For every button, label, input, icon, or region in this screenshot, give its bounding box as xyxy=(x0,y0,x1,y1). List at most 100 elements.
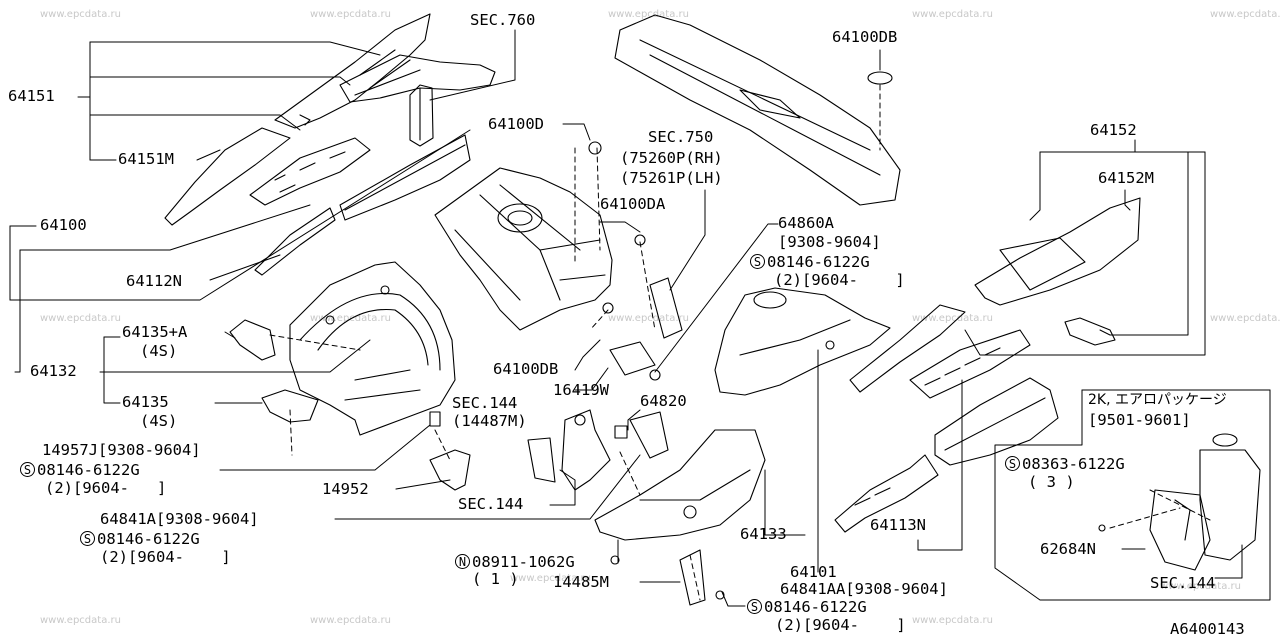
label-64135a: 64135+A xyxy=(122,323,188,341)
label-64100da: 64100DA xyxy=(600,195,666,213)
label-sec144-a-sub: (14487M) xyxy=(452,412,527,430)
label-64841aa: 64841AA[9308-9604] xyxy=(780,580,948,598)
part-64113n xyxy=(834,454,939,533)
part-64112n xyxy=(254,207,336,276)
label-64133: 64133 xyxy=(740,525,787,543)
s-marker-icon: S xyxy=(747,599,762,614)
part-64100-rail xyxy=(339,134,471,221)
label-s-bolt5-num: 08363-6122G xyxy=(1022,455,1125,473)
watermark: www.epcdata.ru xyxy=(1210,9,1280,20)
part-64841a xyxy=(594,411,766,541)
label-s-bolt4-qty: (2)[9604- ] xyxy=(774,271,905,289)
label-s-bolt1-num: 08146-6122G xyxy=(37,461,140,479)
label-64152m: 64152M xyxy=(1098,169,1154,187)
dashed-guides xyxy=(269,84,1211,601)
label-64152: 64152 xyxy=(1090,121,1137,139)
label-16419w: 16419W xyxy=(553,381,609,399)
watermark: www.epcdata.ru xyxy=(912,313,993,324)
label-s-bolt3-qty: (2)[9604- ] xyxy=(775,616,906,634)
label-64860a-date: [9308-9604] xyxy=(778,233,881,251)
part-64152 xyxy=(974,197,1141,346)
watermark: www.epcdata.ru xyxy=(608,313,689,324)
label-sec144-b: SEC.144 xyxy=(458,495,524,513)
n-marker-icon: N xyxy=(455,554,470,569)
label-64100db-low: 64100DB xyxy=(493,360,559,378)
label-sec750: SEC.750 xyxy=(648,128,714,146)
label-sec750-rh: (75260P(RH) xyxy=(620,149,723,167)
watermark: www.epcdata.ru xyxy=(608,9,689,20)
part-center-housing xyxy=(434,167,613,331)
label-s-bolt5-qty: ( 3 ) xyxy=(1028,473,1075,491)
label-64135a-qty: (4S) xyxy=(140,342,178,360)
s-marker-icon: S xyxy=(20,462,35,477)
label-64135: 64135 xyxy=(122,393,169,411)
part-64101 xyxy=(849,304,1031,399)
part-64133 xyxy=(934,377,1059,466)
label-aero-title: 2K, エアロパッケージ xyxy=(1088,392,1227,408)
label-s-bolt2-qty: (2)[9604- ] xyxy=(100,548,231,566)
label-64132: 64132 xyxy=(30,362,77,380)
watermark: www.epcdata.ru xyxy=(310,615,391,626)
part-fasteners xyxy=(588,141,1106,565)
part-64135 xyxy=(261,389,319,423)
part-cowl-top xyxy=(614,14,901,206)
part-64151m xyxy=(164,127,371,226)
watermark: www.epcdata.ru xyxy=(1160,581,1241,592)
label-aero-date: [9501-9601] xyxy=(1088,411,1191,429)
watermark: www.epcdata.ru xyxy=(310,9,391,20)
label-64820: 64820 xyxy=(640,392,687,410)
label-sec144-c: SEC.144 xyxy=(1150,574,1216,592)
part-64151 xyxy=(274,13,496,129)
label-64113n: 64113N xyxy=(870,516,926,534)
label-64100: 64100 xyxy=(40,216,87,234)
label-64860a: 64860A xyxy=(778,214,834,232)
diagram-id: A6400143 xyxy=(1170,620,1245,638)
part-sec144-bracket xyxy=(527,409,611,491)
label-n-nut-num: 08911-1062G xyxy=(472,553,575,571)
leader-lines xyxy=(9,29,1271,607)
label-s-bolt2-num: 08146-6122G xyxy=(97,530,200,548)
label-sec760: SEC.760 xyxy=(470,11,536,29)
part-64860a xyxy=(714,287,891,396)
watermark: www.epcdata.ru xyxy=(912,615,993,626)
label-s-bolt1-qty: (2)[9604- ] xyxy=(45,479,167,497)
label-62684n: 62684N xyxy=(1040,540,1096,558)
watermark: www.epcdata.ru xyxy=(912,9,993,20)
label-n-nut-qty: ( 1 ) xyxy=(472,570,519,588)
watermark: www.epcdata.ru xyxy=(40,313,121,324)
label-64841a: 64841A[9308-9604] xyxy=(100,510,259,528)
label-64100db-top: 64100DB xyxy=(832,28,898,46)
label-s-bolt3-num: 08146-6122G xyxy=(764,598,867,616)
part-wheel-arch-64132 xyxy=(289,261,456,436)
label-14485m: 14485M xyxy=(553,573,609,591)
part-14485m xyxy=(679,549,725,606)
label-64151: 64151 xyxy=(8,87,55,105)
watermark: www.epcdata.ru xyxy=(40,615,121,626)
watermark: www.epcdata.ru xyxy=(1210,313,1280,324)
label-64135-qty: (4S) xyxy=(140,412,178,430)
label-64112n: 64112N xyxy=(126,272,182,290)
label-64100d: 64100D xyxy=(488,115,544,133)
label-64151m: 64151M xyxy=(118,150,174,168)
s-marker-icon: S xyxy=(80,531,95,546)
label-64101: 64101 xyxy=(790,563,837,581)
label-14957j: 14957J[9308-9604] xyxy=(42,441,201,459)
part-aero-reservoir xyxy=(1149,433,1261,571)
watermark: www.epcdata.ru xyxy=(40,9,121,20)
s-marker-icon: S xyxy=(1005,456,1020,471)
label-sec750-lh: (75261P(LH) xyxy=(620,169,723,187)
part-14952 xyxy=(429,411,471,491)
part-sec760-bracket xyxy=(409,84,434,147)
label-sec144-a: SEC.144 xyxy=(452,394,518,412)
watermark: www.epcdata.ru xyxy=(510,573,591,584)
label-14952: 14952 xyxy=(322,480,369,498)
part-64135a xyxy=(229,319,276,361)
